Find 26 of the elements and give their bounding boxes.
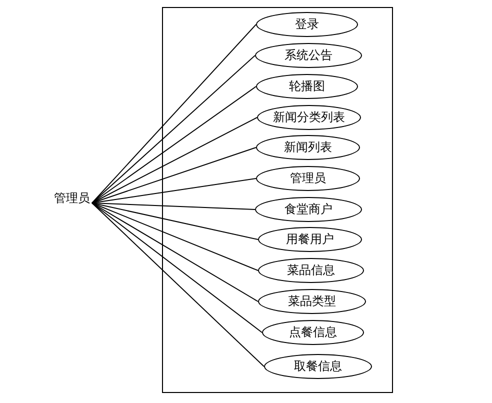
association-line	[92, 86, 256, 204]
use-case-ellipse: 系统公告	[255, 43, 362, 68]
association-line	[92, 202, 256, 210]
use-case-ellipse: 新闻列表	[256, 135, 360, 160]
association-line	[92, 147, 256, 204]
association-line	[92, 202, 264, 367]
association-line	[92, 202, 262, 333]
association-line	[92, 117, 258, 204]
association-line	[92, 202, 258, 271]
association-line	[92, 178, 256, 204]
association-line	[92, 24, 256, 204]
association-line	[92, 202, 258, 302]
use-case-ellipse: 轮播图	[256, 74, 358, 99]
use-case-ellipse: 食堂商户	[255, 197, 362, 222]
association-line	[92, 55, 256, 204]
use-case-ellipse: 用餐用户	[258, 227, 362, 252]
use-case-ellipse: 新闻分类列表	[257, 105, 361, 130]
use-case-ellipse: 点餐信息	[262, 320, 364, 345]
use-case-ellipse: 登录	[256, 12, 358, 37]
association-line	[92, 202, 258, 240]
use-case-ellipse: 管理员	[256, 166, 360, 191]
actor-label: 管理员	[50, 190, 94, 206]
use-case-ellipse: 菜品类型	[258, 289, 366, 314]
system-boundary	[162, 7, 393, 393]
use-case-ellipse: 菜品信息	[258, 258, 364, 283]
use-case-ellipse: 取餐信息	[264, 354, 372, 379]
